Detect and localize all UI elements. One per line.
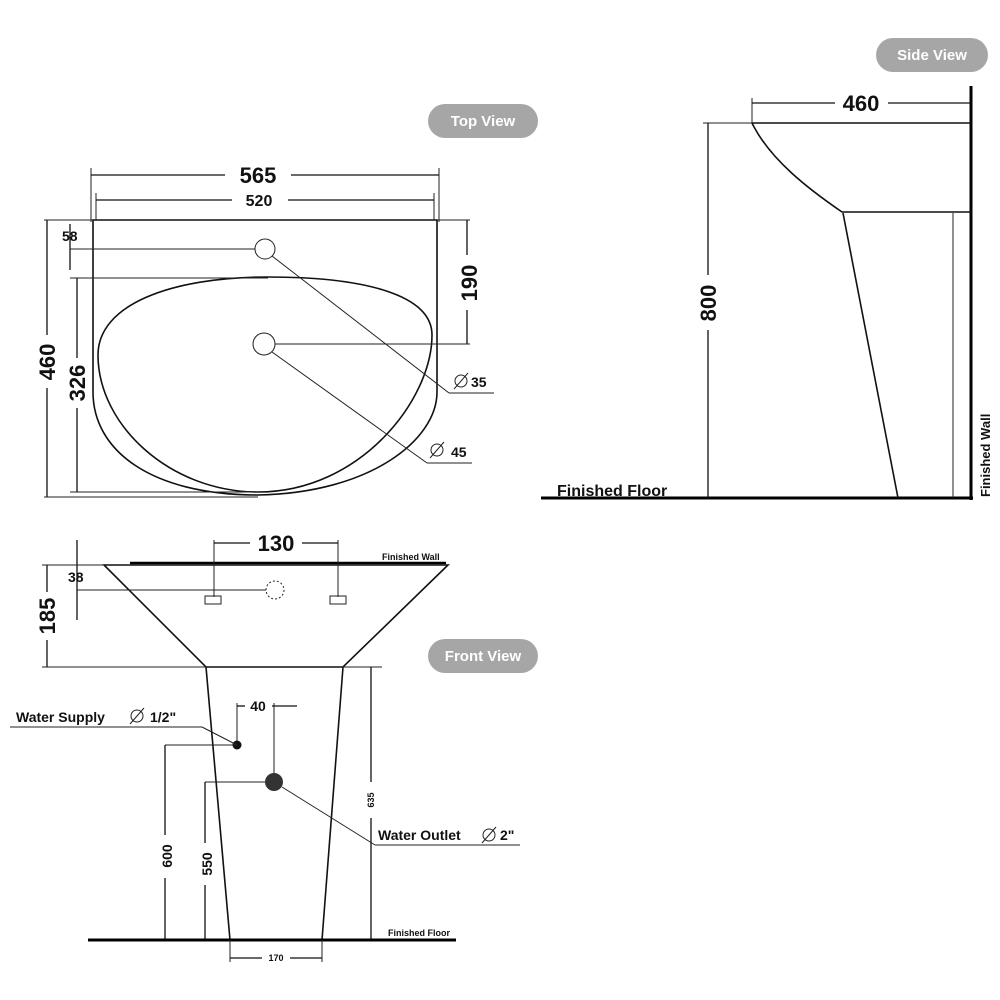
drain-hole <box>252 332 276 356</box>
top-view: 565 520 460 326 58 190 <box>35 163 494 498</box>
top-view-bowl <box>97 276 433 493</box>
dim-tap-58: 58 <box>62 228 78 244</box>
diameter-35-icon <box>453 372 469 390</box>
dim-pedestal-635: 635 <box>366 792 376 807</box>
dim-drain-190: 190 <box>457 265 482 302</box>
water-supply-size: 1/2" <box>150 709 176 725</box>
water-outlet-diameter-icon <box>481 826 497 844</box>
dim-bowl-326: 326 <box>65 365 90 402</box>
side-basin <box>751 122 971 213</box>
fixing-point-right <box>329 595 347 605</box>
water-outlet-point <box>265 773 283 791</box>
side-view: 460 800 Finished Floor Finished Wall <box>541 86 993 500</box>
water-outlet-size: 2" <box>500 827 514 843</box>
dim-basin-185: 185 <box>35 598 60 635</box>
front-finished-wall-label: Finished Wall <box>382 552 440 562</box>
dim-fixing-38: 38 <box>68 569 84 585</box>
dim-supply-600: 600 <box>159 844 175 868</box>
side-view-badge-label: Side View <box>897 47 967 64</box>
dim-hole-35: 35 <box>471 374 487 390</box>
side-view-badge: Side View <box>876 38 988 72</box>
front-view: Finished Wall 130 38 185 40 <box>10 531 520 963</box>
water-supply-diameter-icon <box>129 707 145 725</box>
diameter-45-icon <box>429 441 445 459</box>
dim-width-520: 520 <box>246 193 273 210</box>
dim-width-565: 565 <box>240 163 277 188</box>
fixing-point-left <box>204 595 222 605</box>
front-view-badge-label: Front View <box>445 648 522 665</box>
front-basin <box>102 564 450 668</box>
water-supply-label: Water Supply <box>16 709 105 725</box>
top-view-badge: Top View <box>428 104 538 138</box>
overflow-hole <box>265 580 285 600</box>
dim-fixing-130: 130 <box>258 531 295 556</box>
side-finished-floor-label: Finished Floor <box>557 483 667 500</box>
dim-outlet-550: 550 <box>199 852 215 876</box>
front-view-badge: Front View <box>428 639 538 673</box>
top-view-badge-label: Top View <box>451 113 516 130</box>
dim-base-170: 170 <box>268 953 283 963</box>
water-outlet-label: Water Outlet <box>378 827 461 843</box>
dim-hole-45: 45 <box>451 444 467 460</box>
side-dim-depth-460: 460 <box>843 91 880 116</box>
dim-depth-460: 460 <box>35 344 60 381</box>
top-view-basin-outline <box>92 219 438 496</box>
front-finished-floor-label: Finished Floor <box>388 928 450 938</box>
side-dim-height-800: 800 <box>696 285 721 322</box>
side-finished-wall-label: Finished Wall <box>978 414 993 497</box>
dim-supply-40: 40 <box>250 698 266 714</box>
